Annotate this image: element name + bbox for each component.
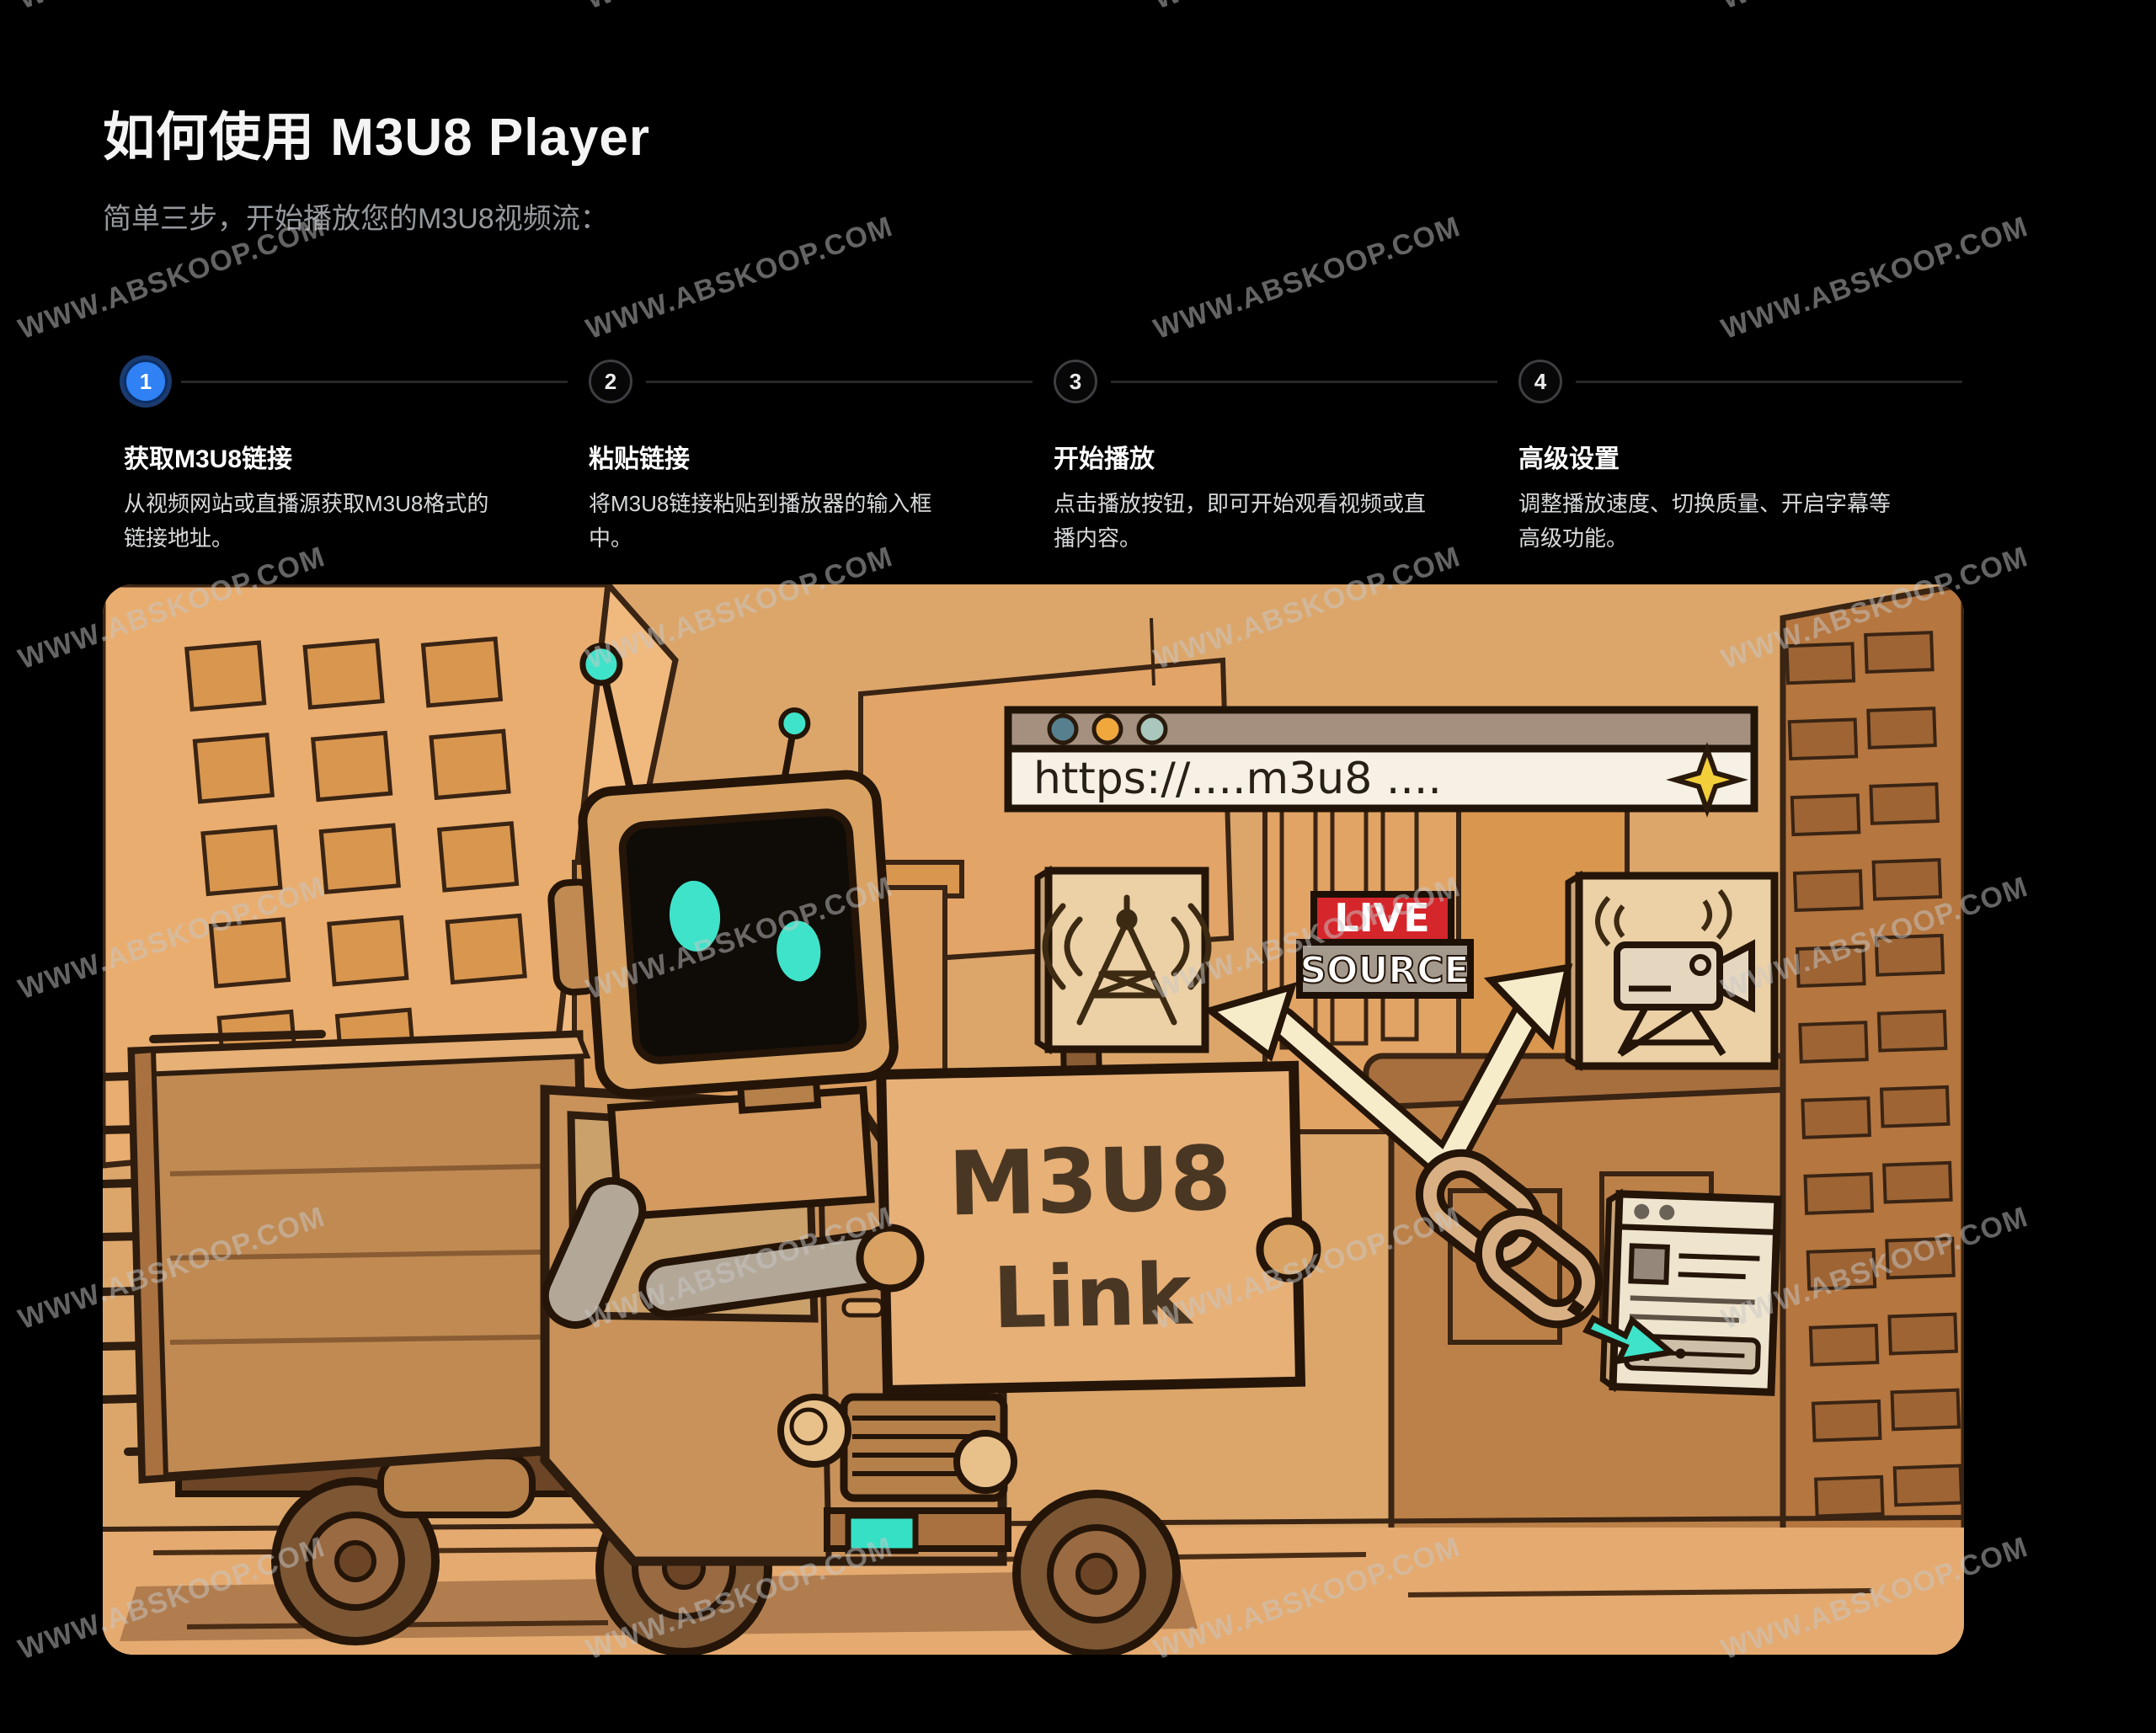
step-connector <box>646 380 1033 383</box>
arrow-left-head <box>1203 982 1298 1062</box>
watermark-text: WWW.ABSKOOP.COM <box>1717 210 2033 346</box>
step-4-description: 调整播放速度、切换质量、开启字幕等高级功能。 <box>1518 491 1892 551</box>
browser-url-text: https://....m3u8 .... <box>1033 754 1442 804</box>
m3u8-link-sign: M3U8 Link <box>876 1037 1306 1396</box>
sparkle-icon <box>1666 742 1748 818</box>
arrows-and-chain <box>1203 963 1678 1365</box>
step-3-title: 开始播放 <box>1054 445 1155 473</box>
step-2-description: 将M3U8链接粘贴到播放器的输入框中。 <box>589 491 932 551</box>
sign-text-link: Link <box>992 1245 1195 1347</box>
watermark-text: WWW.ABSKOOP.COM <box>582 210 898 346</box>
svg-text:LIVE: LIVE <box>1334 895 1429 941</box>
robot-hand-right <box>1256 1217 1321 1282</box>
broadcast-tower-panel <box>1034 865 1212 1055</box>
step-item-2: 2 粘贴链接 将M3U8链接粘贴到播放器的输入框中。 <box>568 359 1033 556</box>
robot-eye-right <box>776 920 821 982</box>
illustration-image: M3U8 Link https://....m3u8 .... <box>103 584 1964 1655</box>
robot-antenna-ball-right <box>778 707 811 740</box>
step-connector <box>181 380 568 383</box>
step-1-description: 从视频网站或直播源获取M3U8格式的链接地址。 <box>124 491 489 551</box>
step-3-description: 点击播放按钮，即可开始观看视频或直播内容。 <box>1054 491 1427 551</box>
watermark-text: WWW.ABSKOOP.COM <box>1150 0 1465 16</box>
chain-link-icon <box>1415 1149 1604 1329</box>
step-item-3: 3 开始播放 点击播放按钮，即可开始观看视频或直播内容。 <box>1033 359 1497 556</box>
arrow-right-head <box>1483 963 1573 1051</box>
building-right <box>1780 584 1964 1655</box>
step-1-title: 获取M3U8链接 <box>124 445 293 473</box>
watermark-text: WWW.ABSKOOP.COM <box>1717 0 2032 16</box>
svg-text:SOURCE: SOURCE <box>1299 949 1469 992</box>
cyan-arrow-icon <box>1582 1314 1678 1365</box>
step-4-circle: 4 <box>1518 360 1562 403</box>
playlist-panel <box>1599 1188 1782 1396</box>
watermark-text: WWW.ABSKOOP.COM <box>1150 210 1465 346</box>
truck-cargo-box <box>127 1030 595 1484</box>
steps-row: 1 获取M3U8链接 从视频网站或直播源获取M3U8格式的链接地址。 2 粘贴链… <box>103 359 1964 556</box>
robot-antenna-ball-left <box>579 643 623 686</box>
robot <box>541 643 914 1329</box>
robot-screen-face <box>618 808 867 1064</box>
video-camera-icon <box>1595 889 1755 1057</box>
step-connector <box>1111 380 1497 383</box>
page-subtitle: 简单三步，开始播放您的M3U8视频流： <box>103 203 609 235</box>
step-2-title: 粘贴链接 <box>589 445 690 473</box>
browser-dot-orange <box>1091 713 1123 745</box>
step-3-circle: 3 <box>1054 360 1097 403</box>
live-source-sign: LIVE SOURCE <box>1296 891 1474 999</box>
truck-license-plate <box>845 1512 919 1554</box>
watermark-text: WWW.ABSKOOP.COM <box>14 0 329 16</box>
truck-headlight-right <box>953 1430 1017 1494</box>
broadcast-tower-icon <box>1042 894 1212 1026</box>
step-item-4: 4 高级设置 调整播放速度、切换质量、开启字幕等高级功能。 <box>1497 359 1962 556</box>
source-badge <box>1296 939 1474 999</box>
page-title: 如何使用 M3U8 Player <box>103 109 650 167</box>
step-1-circle: 1 <box>124 360 168 403</box>
browser-bar: https://....m3u8 .... <box>1004 706 1758 818</box>
browser-dot-blue <box>1047 713 1079 745</box>
step-item-1: 1 获取M3U8链接 从视频网站或直播源获取M3U8格式的链接地址。 <box>103 359 568 556</box>
watermark-text: WWW.ABSKOOP.COM <box>582 0 897 16</box>
step-4-title: 高级设置 <box>1518 445 1620 473</box>
robot-hand-left <box>856 1224 925 1293</box>
step-2-circle: 2 <box>589 360 632 403</box>
step-connector <box>1576 380 1962 383</box>
live-badge <box>1310 891 1454 946</box>
robot-eye-left <box>669 880 721 952</box>
video-camera-panel <box>1565 870 1779 1072</box>
sign-text-m3u8: M3U8 <box>947 1127 1232 1235</box>
browser-dot-teal <box>1136 713 1168 745</box>
